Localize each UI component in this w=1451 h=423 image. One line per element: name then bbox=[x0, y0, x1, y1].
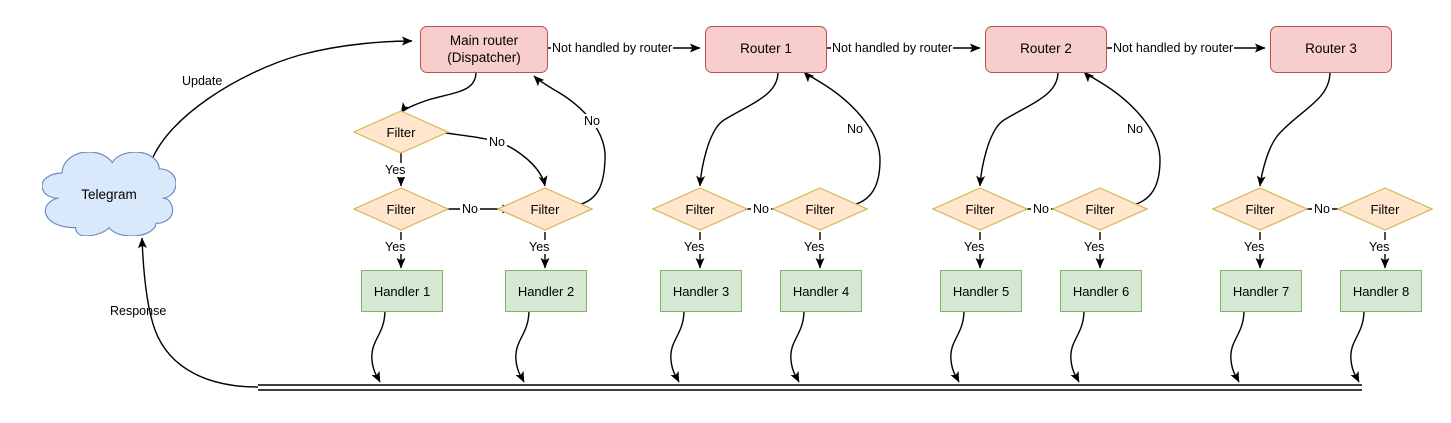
edge-update bbox=[149, 36, 413, 166]
edge-router3-to-filter7 bbox=[1256, 71, 1331, 187]
response-merge-bus bbox=[258, 384, 1362, 391]
diamond-shape bbox=[772, 187, 868, 231]
diamond-shape bbox=[1212, 187, 1308, 231]
handler-label: Handler 5 bbox=[952, 283, 1010, 299]
edge-label-no-r1-mid: No bbox=[751, 202, 771, 216]
filter-label: Filter bbox=[1245, 201, 1275, 217]
edge-label-no-r1-back: No bbox=[845, 122, 865, 136]
diamond-shape bbox=[353, 187, 449, 231]
edge-router1-to-filter3 bbox=[696, 71, 779, 187]
edge-label-yes-handler7: Yes bbox=[1242, 240, 1267, 254]
diamond-shape bbox=[932, 187, 1028, 231]
edge-label-not-handled-2: Not handled by router bbox=[831, 41, 954, 55]
handler-1-node[interactable]: Handler 1 bbox=[361, 270, 443, 312]
router-3-node[interactable]: Router 3 bbox=[1270, 26, 1392, 73]
diamond-shape bbox=[353, 110, 449, 154]
edge-label-no-r2-back: No bbox=[1125, 122, 1145, 136]
handler-label: Handler 6 bbox=[1072, 283, 1130, 299]
main-router-line1: Main router bbox=[449, 32, 519, 48]
telegram-label: Telegram bbox=[81, 186, 137, 202]
handler-label: Handler 7 bbox=[1232, 283, 1290, 299]
edge-label-yes-handler5: Yes bbox=[962, 240, 987, 254]
handler-2-node[interactable]: Handler 2 bbox=[505, 270, 587, 312]
handler-label: Handler 1 bbox=[373, 283, 431, 299]
edge-handler2-to-bus bbox=[515, 309, 530, 383]
filter-label: Filter bbox=[530, 201, 560, 217]
edge-label-update: Update bbox=[182, 74, 223, 88]
handler-label: Handler 2 bbox=[517, 283, 575, 299]
edge-label-yes-handler2: Yes bbox=[527, 240, 552, 254]
edge-handler3-to-bus bbox=[670, 309, 685, 383]
main-router-line2: (Dispatcher) bbox=[447, 49, 521, 65]
edge-handler1-to-bus bbox=[371, 309, 386, 383]
filter-label: Filter bbox=[1370, 201, 1400, 217]
filter-5-node[interactable]: Filter bbox=[932, 187, 1028, 231]
handler-8-node[interactable]: Handler 8 bbox=[1340, 270, 1422, 312]
handler-label: Handler 3 bbox=[672, 283, 730, 299]
handler-7-node[interactable]: Handler 7 bbox=[1220, 270, 1302, 312]
router-2-node[interactable]: Router 2 bbox=[985, 26, 1107, 73]
edge-main-to-filter-top bbox=[400, 71, 477, 114]
edge-router2-to-filter5 bbox=[976, 71, 1059, 187]
router-2-label: Router 2 bbox=[1020, 41, 1072, 57]
edge-label-response: Response bbox=[110, 304, 167, 318]
edge-label-yes-handler4: Yes bbox=[802, 240, 827, 254]
edge-response bbox=[137, 237, 259, 388]
edge-label-no-main-back: No bbox=[582, 114, 602, 128]
edge-handler6-to-bus bbox=[1070, 309, 1085, 383]
diamond-shape bbox=[1337, 187, 1433, 231]
edge-handler4-to-bus bbox=[790, 309, 805, 383]
router-3-label: Router 3 bbox=[1305, 41, 1357, 57]
main-router-node[interactable]: Main router (Dispatcher) bbox=[420, 26, 548, 73]
diamond-shape bbox=[497, 187, 593, 231]
edge-label-no-r2-mid: No bbox=[1031, 202, 1051, 216]
edge-label-yes-handler1: Yes bbox=[383, 240, 408, 254]
edge-label-yes-handler8: Yes bbox=[1367, 240, 1392, 254]
diamond-shape bbox=[652, 187, 748, 231]
filter-label: Filter bbox=[805, 201, 835, 217]
edge-label-not-handled-1: Not handled by router bbox=[551, 41, 674, 55]
handler-5-node[interactable]: Handler 5 bbox=[940, 270, 1022, 312]
edge-label-no-main-mid: No bbox=[460, 202, 480, 216]
edge-handler7-to-bus bbox=[1230, 309, 1245, 383]
telegram-cloud[interactable]: Telegram bbox=[41, 151, 177, 237]
handler-6-node[interactable]: Handler 6 bbox=[1060, 270, 1142, 312]
edge-handler8-to-bus bbox=[1350, 309, 1365, 383]
filter-label: Filter bbox=[386, 201, 416, 217]
handler-label: Handler 4 bbox=[792, 283, 850, 299]
edge-label-yes-top-main: Yes bbox=[383, 163, 408, 177]
filter-4-node[interactable]: Filter bbox=[772, 187, 868, 231]
handler-3-node[interactable]: Handler 3 bbox=[660, 270, 742, 312]
edge-label-not-handled-3: Not handled by router bbox=[1112, 41, 1235, 55]
edge-label-yes-handler6: Yes bbox=[1082, 240, 1107, 254]
filter-7-node[interactable]: Filter bbox=[1212, 187, 1308, 231]
handler-label: Handler 8 bbox=[1352, 283, 1410, 299]
handler-4-node[interactable]: Handler 4 bbox=[780, 270, 862, 312]
filter-2-node[interactable]: Filter bbox=[497, 187, 593, 231]
filter-label: Filter bbox=[965, 201, 995, 217]
router-1-label: Router 1 bbox=[740, 41, 792, 57]
cloud-icon bbox=[41, 151, 177, 237]
edge-filter4-no-back bbox=[803, 71, 881, 206]
edge-handler5-to-bus bbox=[950, 309, 965, 383]
edge-filter6-no-back bbox=[1083, 71, 1161, 206]
filter-1-node[interactable]: Filter bbox=[353, 187, 449, 231]
filter-label: Filter bbox=[386, 124, 416, 140]
filter-3-node[interactable]: Filter bbox=[652, 187, 748, 231]
diamond-shape bbox=[1052, 187, 1148, 231]
edge-label-no-r3-mid: No bbox=[1312, 202, 1332, 216]
filter-label: Filter bbox=[685, 201, 715, 217]
filter-label: Filter bbox=[1085, 201, 1115, 217]
filter-top-main-node[interactable]: Filter bbox=[353, 110, 449, 154]
filter-8-node[interactable]: Filter bbox=[1337, 187, 1433, 231]
edge-label-yes-handler3: Yes bbox=[682, 240, 707, 254]
filter-6-node[interactable]: Filter bbox=[1052, 187, 1148, 231]
edge-filtertop-no bbox=[431, 130, 548, 187]
edge-label-no-main-top: No bbox=[487, 135, 507, 149]
router-1-node[interactable]: Router 1 bbox=[705, 26, 827, 73]
